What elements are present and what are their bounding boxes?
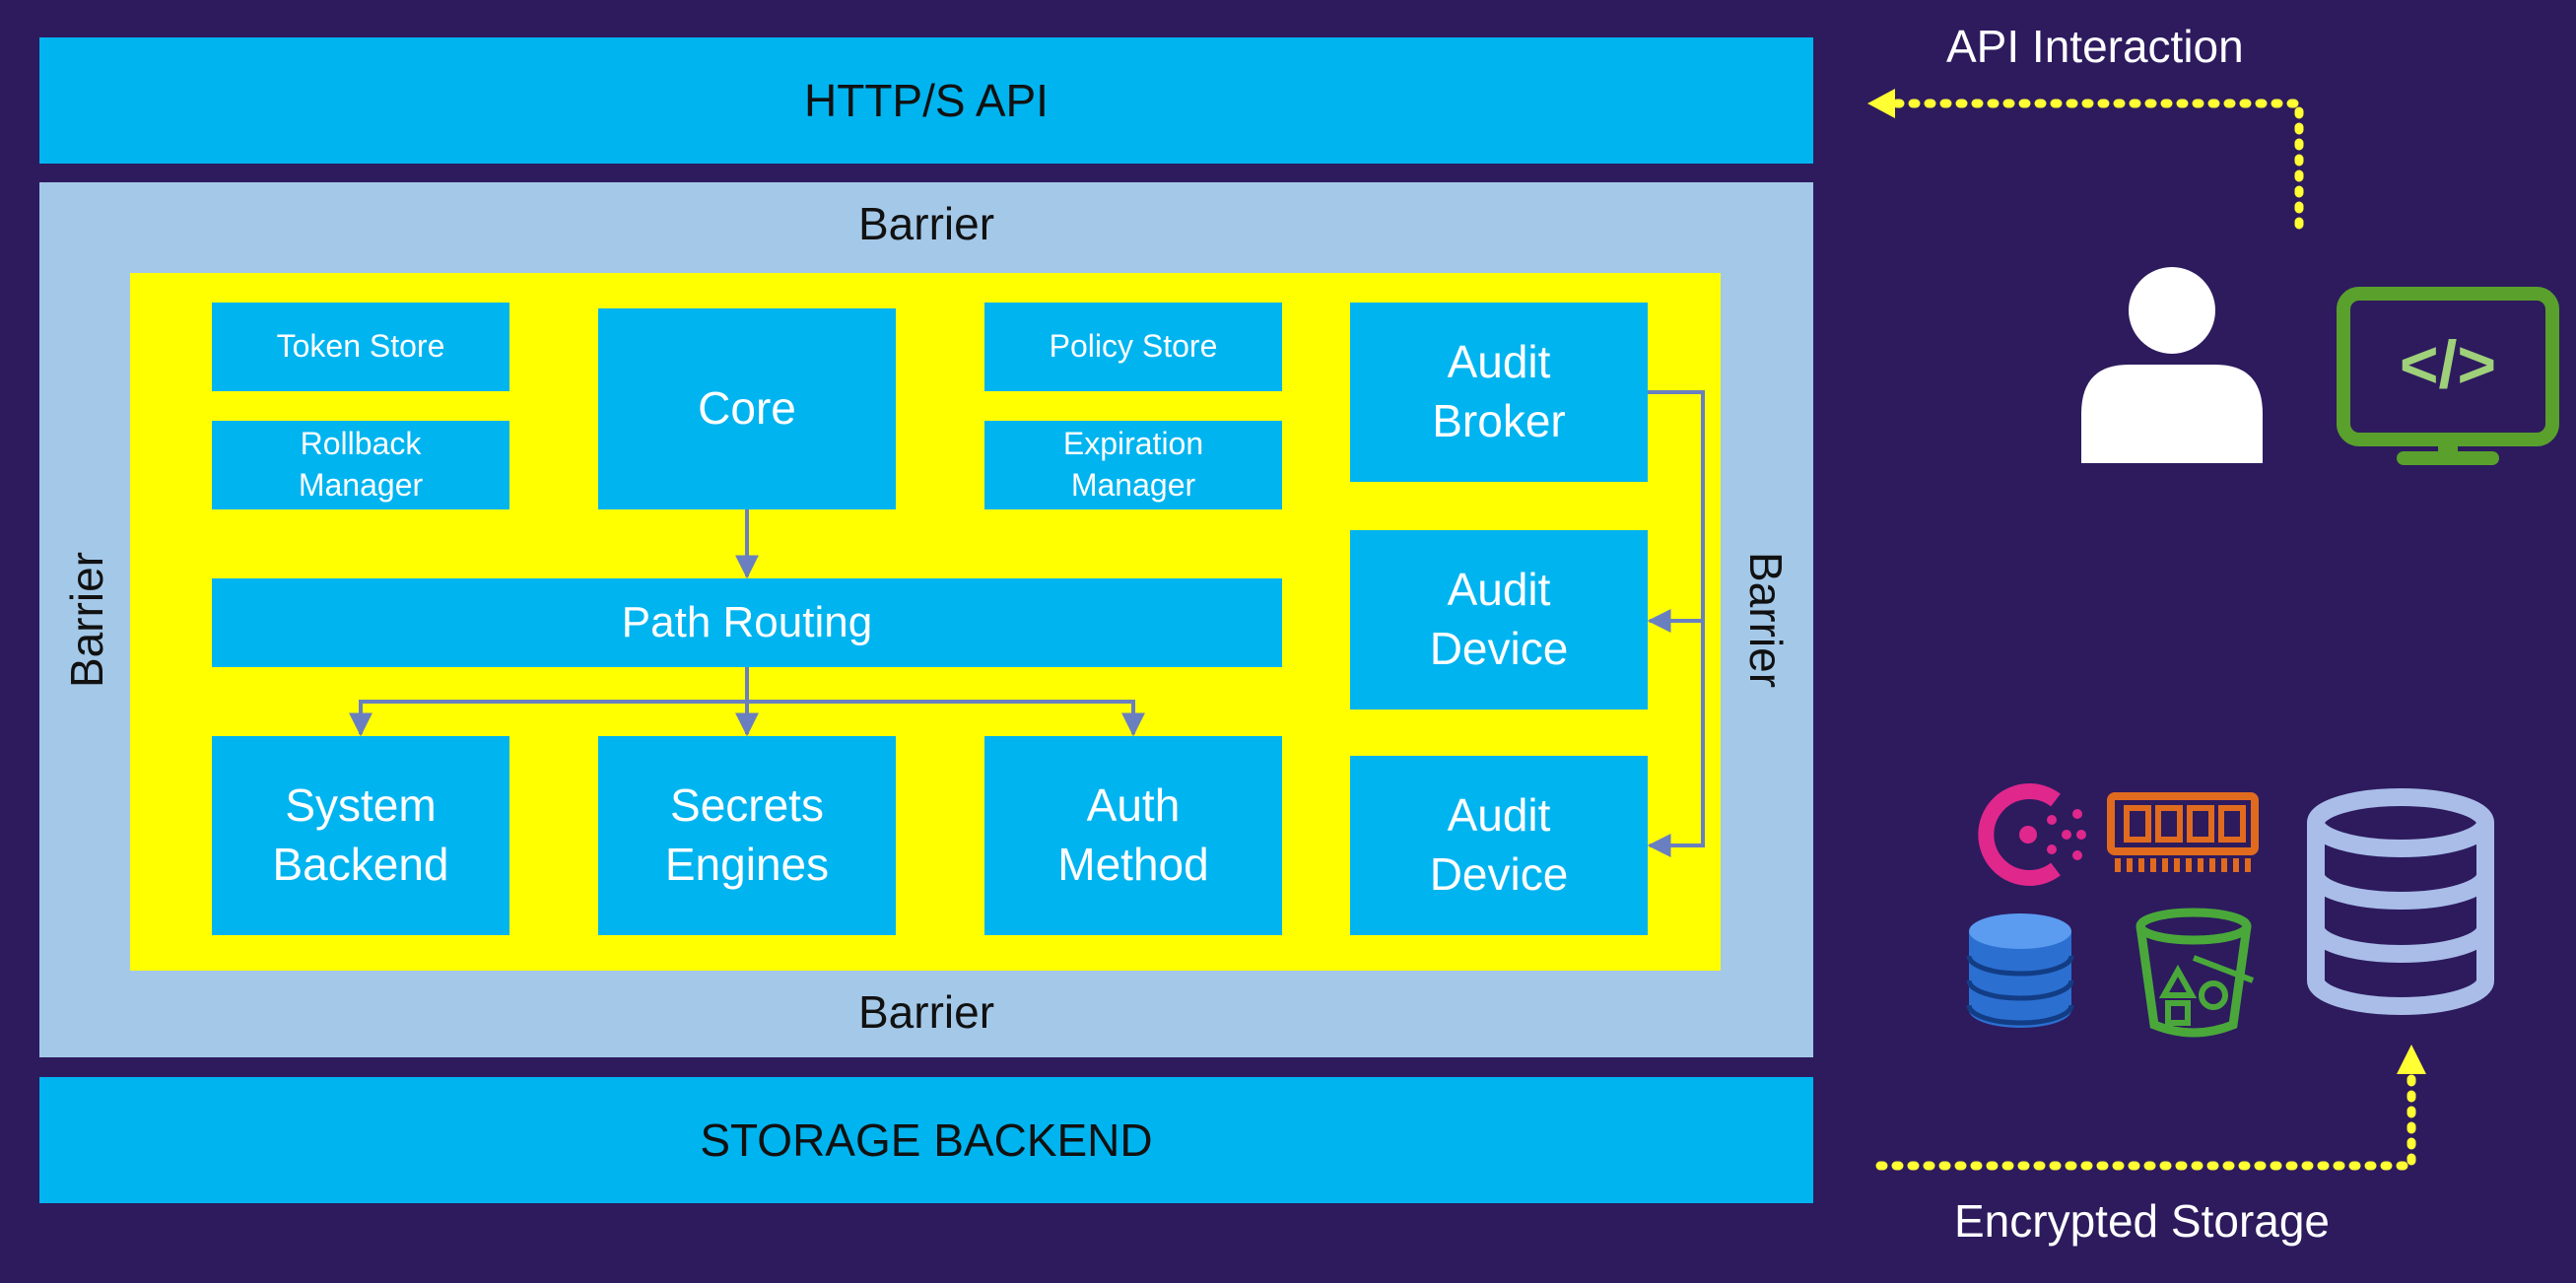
secrets-engines-box: Secrets Engines	[598, 736, 896, 935]
routing-to-auth-arrow	[747, 700, 1145, 737]
consul-icon	[1978, 783, 2086, 886]
expiration-manager-label-2: Manager	[1070, 467, 1196, 503]
dynamodb-icon	[1966, 913, 2074, 1028]
api-arrowhead	[1867, 89, 1895, 118]
audit-device-1-label-2: Device	[1429, 623, 1569, 674]
connector-lines	[349, 390, 1705, 857]
api-interaction-label: API Interaction	[1946, 21, 2244, 72]
token-store-label: Token Store	[276, 328, 445, 365]
rollback-manager-box: Rollback Manager	[212, 421, 509, 509]
database-icon	[2307, 788, 2494, 1015]
core-box: Core	[598, 308, 896, 509]
audit-device-box-1: Audit Device	[1350, 530, 1648, 709]
path-routing-label: Path Routing	[621, 598, 873, 647]
audit-broker-label-1: Audit	[1447, 336, 1551, 388]
path-routing-box: Path Routing	[212, 578, 1282, 667]
storage-dotted-line	[1875, 1064, 2416, 1171]
routing-to-system-arrow	[349, 700, 747, 737]
auth-method-label-1: Auth	[1086, 779, 1181, 832]
api-dotted-line	[1872, 99, 2304, 230]
secrets-engines-label-2: Engines	[664, 839, 830, 890]
auth-method-box: Auth Method	[984, 736, 1282, 935]
audit-device-2-label-2: Device	[1429, 848, 1569, 900]
system-backend-box: System Backend	[212, 736, 509, 935]
audit-device-2-label-1: Audit	[1447, 789, 1551, 842]
token-store-box: Token Store	[212, 303, 509, 391]
audit-broker-label-2: Broker	[1432, 395, 1566, 446]
storage-backend-label: STORAGE BACKEND	[700, 1114, 1153, 1166]
code-monitor-icon: </>	[2337, 287, 2559, 465]
expiration-manager-label-1: Expiration	[1062, 426, 1204, 462]
audit-broker-box: Audit Broker	[1350, 303, 1648, 482]
system-backend-label-2: Backend	[272, 839, 449, 890]
secrets-engines-label-1: Secrets	[670, 779, 824, 832]
auth-method-label-2: Method	[1057, 839, 1209, 890]
svg-text:</>: </>	[2400, 327, 2496, 402]
barrier-top-label: Barrier	[857, 198, 995, 249]
http-api-band: HTTP/S API	[39, 37, 1813, 164]
memory-icon	[2107, 792, 2259, 872]
audit-device-1-label-1: Audit	[1447, 564, 1551, 616]
rollback-manager-label-2: Manager	[298, 467, 424, 503]
storage-bucket-icon	[2135, 908, 2255, 1038]
storage-arrowhead	[2397, 1045, 2426, 1074]
storage-backend-band: STORAGE BACKEND	[39, 1077, 1813, 1203]
rollback-manager-label-1: Rollback	[300, 426, 422, 462]
encrypted-storage-label: Encrypted Storage	[1954, 1195, 2331, 1247]
system-backend-label-1: System	[285, 779, 437, 832]
http-api-label: HTTP/S API	[804, 75, 1049, 126]
policy-store-label: Policy Store	[1049, 328, 1218, 365]
audit-device-box-2: Audit Device	[1350, 756, 1648, 935]
barrier-bottom-label: Barrier	[857, 986, 995, 1038]
core-label: Core	[698, 382, 796, 435]
dotted-arrows	[1867, 89, 2426, 1171]
user-icon	[2081, 267, 2263, 463]
policy-store-box: Policy Store	[984, 303, 1282, 391]
expiration-manager-box: Expiration Manager	[984, 421, 1282, 509]
